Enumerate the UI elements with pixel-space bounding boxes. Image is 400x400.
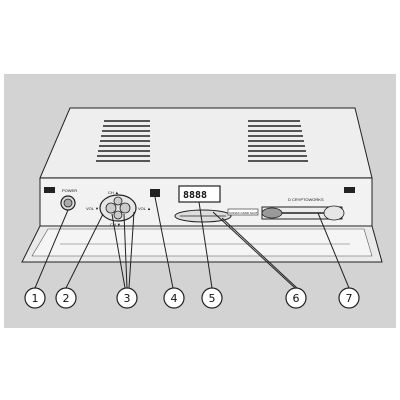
callout-6: 6 (285, 287, 307, 309)
front-flap-inner (31, 228, 373, 257)
device-top-cover (39, 107, 373, 179)
front-tab-left (44, 187, 55, 193)
power-label: POWER (62, 188, 77, 193)
indicator-window (150, 189, 160, 197)
cam-slot-label: CONAX CARD SLOT (229, 211, 258, 215)
svg-text:3: 3 (124, 292, 131, 305)
front-tab-right (344, 187, 355, 193)
callout-3: 3 (116, 287, 138, 309)
svg-text:7: 7 (346, 292, 353, 305)
cam-slot[interactable] (174, 209, 232, 223)
card-slot[interactable] (261, 205, 345, 221)
svg-text:5: 5 (209, 292, 216, 305)
led-display-digits: 8888 (183, 190, 207, 201)
vent-slots-left (96, 120, 150, 162)
power-button[interactable] (60, 195, 76, 211)
svg-text:1: 1 (32, 292, 39, 305)
vent-slots-right (248, 120, 308, 162)
svg-text:6: 6 (293, 292, 300, 305)
navigation-button-cluster[interactable] (99, 194, 137, 222)
vol-down-label: VOL ▼ (86, 206, 99, 211)
callout-1: 1 (24, 287, 46, 309)
vol-up-label: VOL ▲ (138, 206, 151, 211)
cam-slot-label-plate (227, 208, 259, 216)
callout-4: 4 (163, 287, 185, 309)
callout-5: 5 (201, 287, 223, 309)
ch-down-label: CH ▼ (110, 222, 121, 227)
ch-up-label: CH ▲ (108, 190, 119, 195)
callout-7: 7 (338, 287, 360, 309)
callout-leaders (34, 196, 350, 289)
callout-2: 2 (55, 287, 77, 309)
svg-text:4: 4 (171, 292, 178, 305)
svg-text:2: 2 (63, 292, 70, 305)
card-slot-label: D CRYPTOWORKS (288, 197, 324, 202)
